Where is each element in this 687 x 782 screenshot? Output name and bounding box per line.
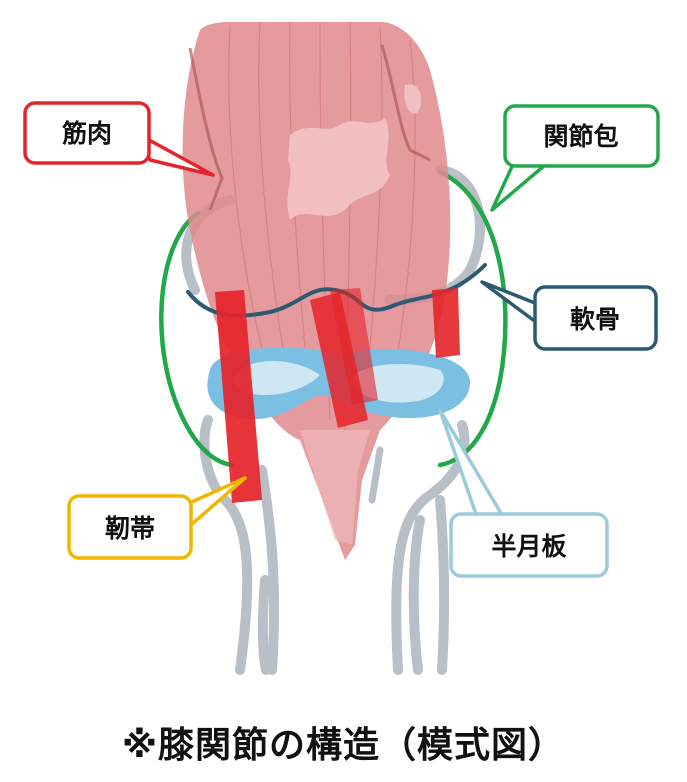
muscle-edge-right — [380, 44, 431, 162]
label-cartilage-box — [533, 285, 658, 351]
label-ligament-text: 靭帯 — [105, 514, 155, 543]
tibia-inner-left — [257, 465, 280, 675]
label-cartilage: 軟骨 — [480, 280, 658, 351]
muscle-tendon — [300, 430, 370, 545]
label-ligament: 靭帯 — [67, 476, 247, 560]
label-meniscus-text: 半月板 — [491, 532, 566, 561]
muscle-highlight — [287, 118, 390, 220]
ligaments — [215, 288, 460, 503]
label-muscle-text: 筋肉 — [62, 119, 112, 148]
label-meniscus: 半月板 — [438, 408, 609, 578]
muscle-edge-left — [188, 47, 224, 211]
ligament-cruciate-2 — [330, 288, 378, 405]
label-capsule-text: 関節包 — [543, 122, 618, 151]
patella-line — [368, 446, 384, 504]
label-meniscus-pointer — [438, 408, 507, 522]
meniscus-inner-left — [234, 360, 320, 395]
label-cartilage-pointer — [480, 280, 542, 327]
ligament-left-collateral — [215, 290, 262, 503]
label-capsule-box — [503, 104, 660, 168]
diagram-caption: ※膝関節の構造（模式図） — [122, 725, 565, 766]
fibula-line — [435, 495, 450, 675]
label-ligament-box — [67, 494, 193, 560]
label-muscle: 筋肉 — [23, 101, 215, 177]
label-meniscus-box — [449, 512, 609, 578]
muscle-highlight-small — [404, 84, 422, 114]
label-cartilage-text: 軟骨 — [570, 305, 620, 334]
tibia-inner-right — [408, 515, 425, 675]
label-capsule: 関節包 — [490, 104, 660, 212]
ligament-right-collateral — [432, 288, 460, 358]
label-muscle-box — [23, 101, 151, 165]
tibia-inner-mid — [257, 575, 271, 675]
joint-capsule — [159, 169, 508, 468]
